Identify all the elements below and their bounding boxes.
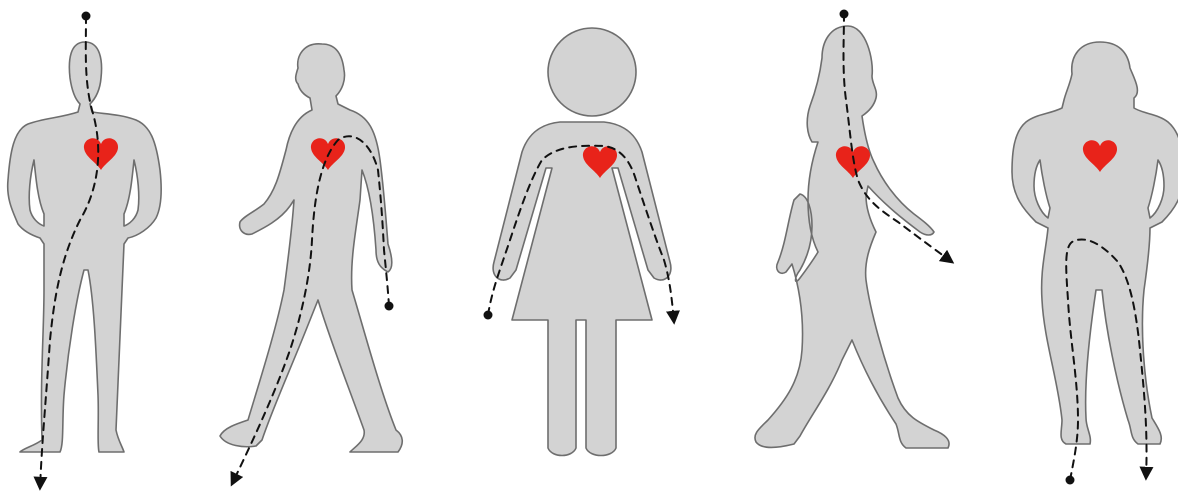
woman-walking-silhouette — [755, 26, 949, 448]
figure-woman-symbol — [484, 28, 675, 456]
figure-woman-walking — [755, 10, 952, 449]
woman-symbol-head — [548, 28, 636, 116]
figure-woman-standing — [1012, 42, 1178, 485]
woman-symbol-body — [493, 122, 671, 456]
figure-man-standing — [8, 12, 162, 489]
figure-man-walking — [220, 44, 402, 484]
man-walking-silhouette — [220, 44, 402, 452]
man-standing-silhouette — [8, 42, 162, 452]
